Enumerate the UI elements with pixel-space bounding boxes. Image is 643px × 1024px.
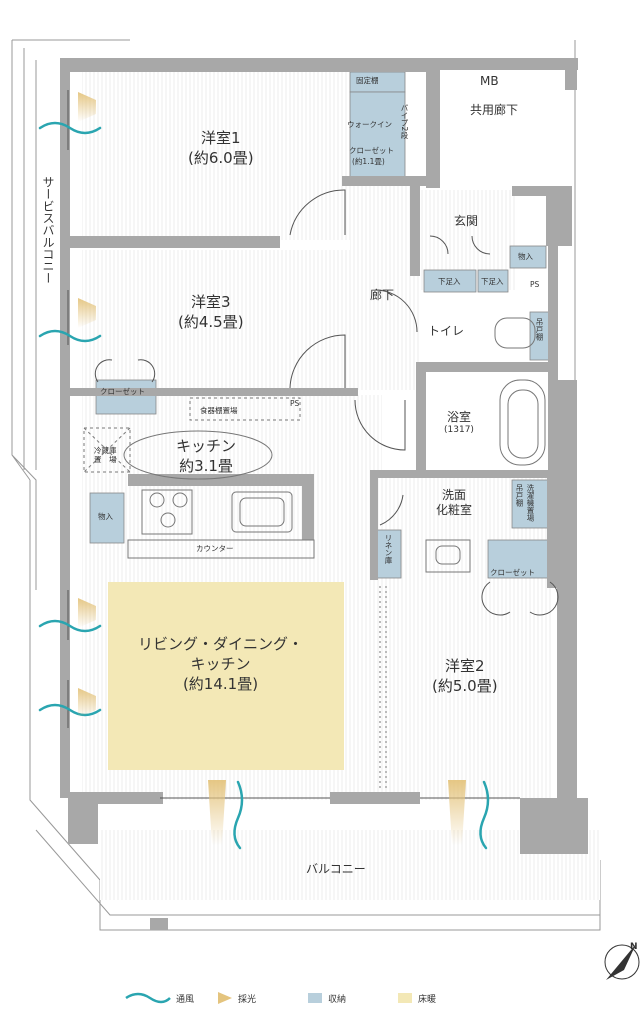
ps-kitchen-label: PS <box>290 400 299 408</box>
bedroom1-name: 洋室1 <box>201 129 241 147</box>
pipe-label: パイプ2段 <box>400 104 409 139</box>
legend-daylight-text: 採光 <box>238 995 257 1005</box>
bedroom2-name: 洋室2 <box>445 657 485 675</box>
ldk-name-line1: リビング・ダイニング・ <box>138 635 304 653</box>
walkin-closet-label: クローゼット <box>349 146 394 155</box>
outer-frame <box>11 39 601 931</box>
compass-n-label: N <box>630 942 638 952</box>
toilet-label: トイレ <box>428 324 465 338</box>
bedroom3-name: 洋室3 <box>191 293 231 311</box>
monoire-entrance-label: 物入 <box>518 252 533 261</box>
ventilation-arrows <box>38 121 490 850</box>
bath-size: (1317) <box>444 425 474 435</box>
washer-label: 洗濯機置場 <box>526 484 535 522</box>
service-balcony-label: サービスバルコニー <box>41 176 55 284</box>
bedroom2-label: 洋室2 (約5.0畳) <box>432 656 498 696</box>
fixed-shelf-label: 固定棚 <box>356 76 379 85</box>
legend-swatches <box>125 992 412 1004</box>
ps-kitchen-text: PS <box>290 399 300 408</box>
getabako2-label: 下足入 <box>481 277 504 286</box>
fridge-line1: 冷蔵庫 <box>94 446 117 455</box>
counter-label: カウンター <box>196 544 234 553</box>
legend-daylight: 採光 <box>238 992 256 1005</box>
ldk-size: (約14.1畳) <box>182 675 259 693</box>
compass-icon <box>604 944 640 980</box>
bedroom1-size: (約6.0畳) <box>188 149 254 167</box>
fridge-label: 冷蔵庫 置 場 <box>94 446 117 464</box>
common-corridor-label: 共用廊下 <box>470 103 519 117</box>
monoire-kitchen-label: 物入 <box>98 512 113 521</box>
legend-ventilation-text: 通風 <box>176 995 195 1005</box>
ldk-label: リビング・ダイニング・ キッチン (約14.1畳) <box>138 634 303 694</box>
legend-storage: 収納 <box>328 992 346 1005</box>
daylight-marks <box>78 92 466 845</box>
closet-bed2-label: クローゼット <box>490 568 535 577</box>
washer-shelf-label: 吊戸棚 <box>515 484 524 507</box>
bath-label: 浴室 (1317) <box>444 410 474 436</box>
walkin-label: ウォークイン <box>347 120 392 129</box>
washroom-label: 洗面 化粧室 <box>436 488 472 518</box>
door-swings <box>94 189 559 616</box>
kitchen-name: キッチン <box>176 437 237 455</box>
closet-bed3-label: クローゼット <box>100 387 145 396</box>
bath-name: 浴室 <box>446 410 471 424</box>
corridor-label: 廊下 <box>370 288 395 302</box>
legend-floor-heating-text: 床暖 <box>418 995 437 1005</box>
fridge-line2: 置 場 <box>94 455 117 464</box>
linen-label: リネン庫 <box>384 534 393 564</box>
legend-ventilation: 通風 <box>176 992 194 1005</box>
bedroom3-size: (約4.5畳) <box>178 313 244 331</box>
kitchen-label: キッチン 約3.1畳 <box>176 436 236 476</box>
washroom-line1: 洗面 <box>442 488 467 502</box>
legend-storage-text: 収納 <box>328 995 347 1005</box>
washroom-line2: 化粧室 <box>436 503 473 517</box>
dish-shelf-label: 食器棚置場 <box>200 406 238 415</box>
floor-heating-area <box>108 582 344 770</box>
walkin-size-label: (約1.1畳) <box>352 157 385 166</box>
toilet-shelf-label: 吊戸棚 <box>535 318 544 341</box>
mb-label: MB <box>480 74 499 88</box>
bedroom1-label: 洋室1 (約6.0畳) <box>188 128 254 168</box>
walls <box>60 58 588 930</box>
bedroom2-size: (約5.0畳) <box>432 677 498 695</box>
getabako1-label: 下足入 <box>438 277 461 286</box>
fixtures <box>83 317 546 790</box>
entrance-label: 玄関 <box>454 214 479 228</box>
storage-areas <box>89 71 555 579</box>
balcony-label: バルコニー <box>306 862 366 876</box>
kitchen-size: 約3.1畳 <box>179 457 233 475</box>
legend-floor-heating: 床暖 <box>418 992 436 1005</box>
ps-entrance-label: PS <box>530 280 540 289</box>
bedroom3-label: 洋室3 (約4.5畳) <box>178 292 244 332</box>
ldk-name-line2: キッチン <box>190 655 251 673</box>
